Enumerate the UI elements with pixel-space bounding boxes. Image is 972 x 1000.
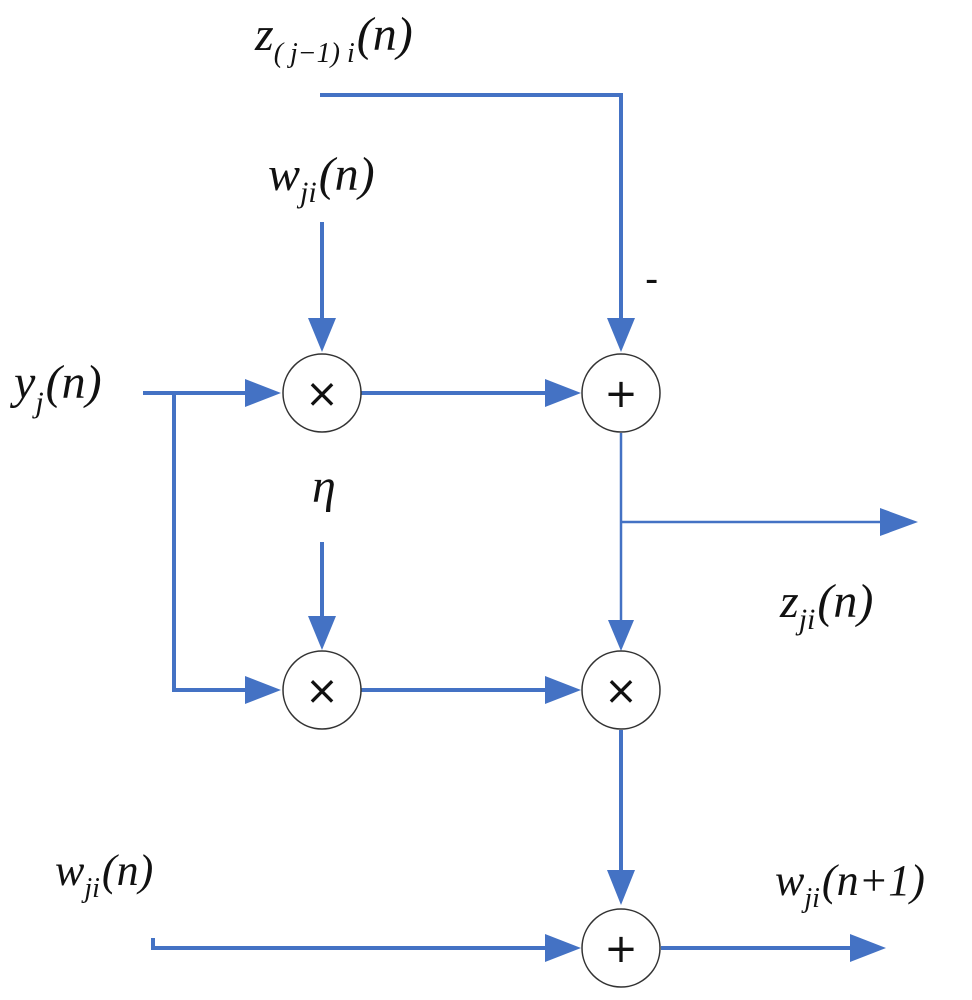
node-mult-top: × — [282, 353, 362, 433]
arrow-into-bottom-add — [607, 870, 635, 905]
minus-sign: - — [645, 257, 658, 301]
arrow-into-mult-mid-right — [608, 620, 634, 651]
arrow-w-top-into-mult — [308, 318, 336, 352]
node-add-bottom: + — [581, 908, 661, 988]
label-z-out-base: z — [779, 575, 799, 628]
label-w-bottom: wji(n) — [55, 846, 153, 904]
label-z-out-arg: (n) — [817, 575, 873, 628]
arrow-into-mult-mid-right-h — [545, 676, 581, 704]
label-w-next-arg: (n+1) — [822, 856, 925, 905]
label-z-prev: z( j−1) i(n) — [254, 8, 413, 69]
label-z-prev-sub: ( j−1) i — [274, 38, 355, 69]
node-mult-mid-left: × — [282, 650, 362, 730]
label-z-out: zji(n) — [779, 575, 873, 636]
wire-w-bottom — [151, 938, 550, 950]
label-y-in-base: y — [9, 356, 36, 409]
label-z-out-sub: ji — [795, 603, 816, 636]
arrow-w-bottom-into-add — [545, 934, 581, 962]
arrow-z-out — [880, 508, 918, 536]
label-w-top-sub: ji — [296, 176, 317, 209]
mult-mid-left-symbol: × — [305, 668, 339, 714]
label-z-prev-base: z — [254, 8, 274, 61]
arrow-y-into-mult-top — [245, 379, 281, 407]
arrow-w-next — [850, 934, 886, 962]
label-w-top: wji(n) — [268, 148, 375, 209]
label-w-next: wji(n+1) — [775, 856, 925, 914]
arrow-mult-into-add — [545, 379, 581, 407]
node-add-top: + — [581, 353, 661, 433]
label-z-prev-arg: (n) — [357, 8, 413, 61]
wire-z-prev — [320, 93, 623, 325]
label-eta: η — [312, 460, 336, 513]
arrow-y-into-mult-mid — [245, 676, 281, 704]
label-w-next-sub: ji — [801, 883, 820, 914]
arrow-eta-into-mult — [308, 616, 336, 650]
mult-mid-right-symbol: × — [604, 668, 638, 714]
mult-top-symbol: × — [305, 371, 339, 417]
label-w-top-arg: (n) — [319, 148, 375, 201]
label-y-in-sub: j — [31, 386, 43, 419]
label-w-next-base: w — [775, 856, 805, 905]
label-w-bottom-sub: ji — [81, 873, 100, 904]
label-w-bottom-base: w — [55, 846, 85, 895]
label-w-top-base: w — [268, 148, 300, 201]
wire-y-branch — [172, 393, 250, 692]
add-top-symbol: + — [604, 371, 638, 417]
arrow-z-prev-into-adder — [607, 318, 635, 352]
label-w-bottom-arg: (n) — [102, 846, 153, 895]
node-mult-mid-right: × — [581, 650, 661, 730]
label-y-in: yj(n) — [9, 356, 102, 419]
add-bottom-symbol: + — [604, 926, 638, 972]
label-y-in-arg: (n) — [46, 356, 102, 409]
